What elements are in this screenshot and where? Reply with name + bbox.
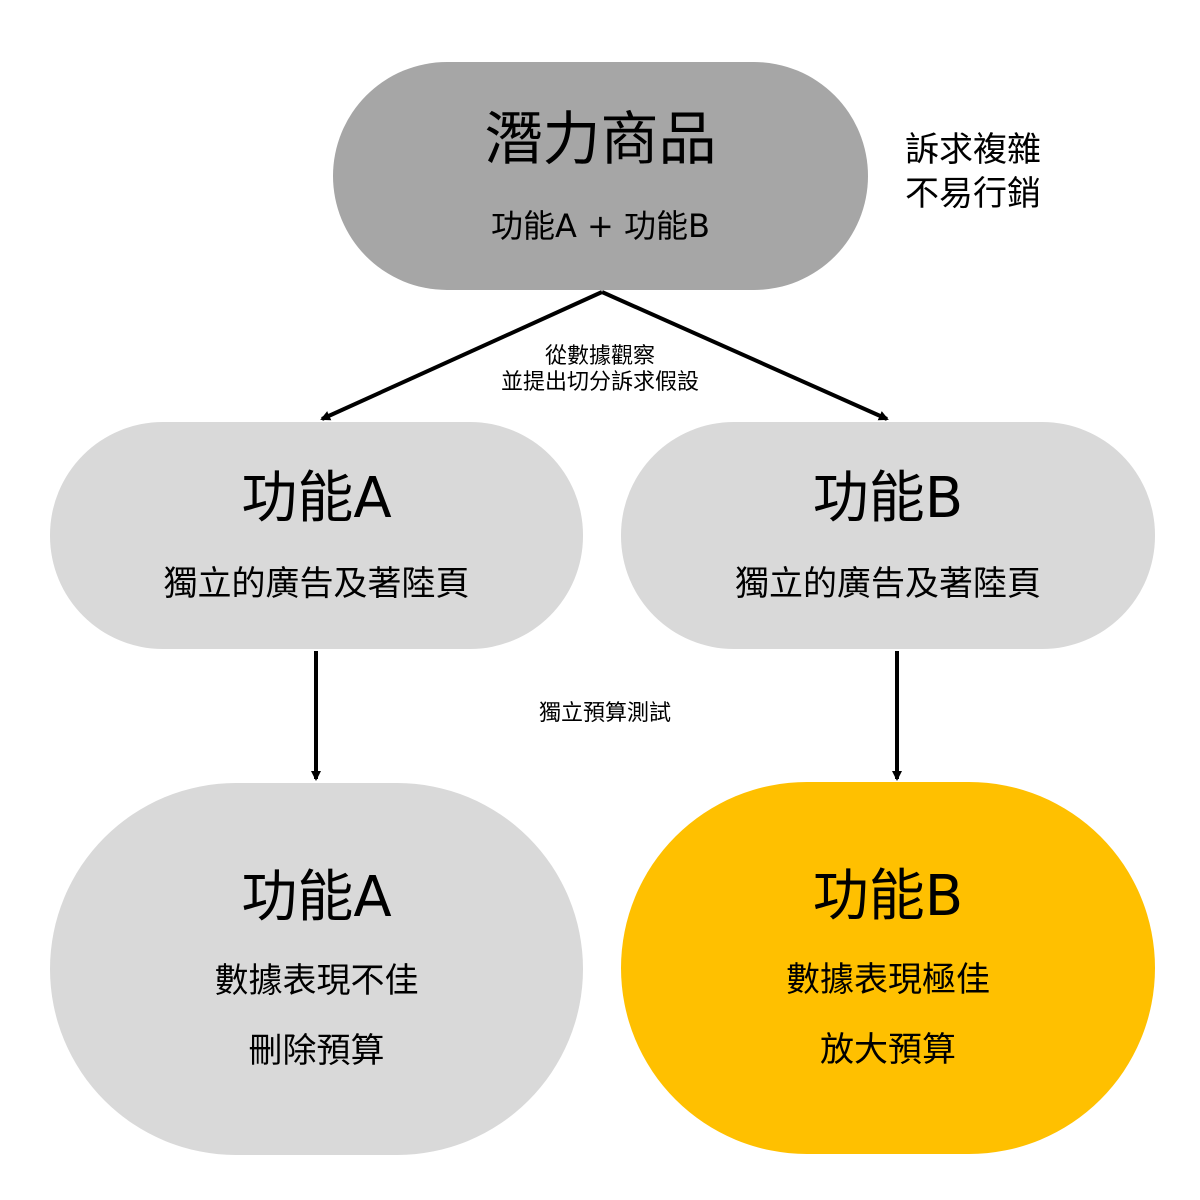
feature-b-node: 功能B 獨立的廣告及著陸頁 — [621, 422, 1155, 649]
node-title: 功能A — [241, 865, 392, 930]
result-performance: 數據表現不佳 — [214, 961, 419, 1001]
result-action: 放大預算 — [820, 1030, 956, 1070]
label-line: 從數據觀察 — [544, 344, 655, 369]
feature-a-node: 功能A 獨立的廣告及著陸頁 — [50, 422, 583, 649]
node-subtitle: 獨立的廣告及著陸頁 — [163, 563, 470, 604]
result-action: 刪除預算 — [248, 1031, 385, 1071]
feature-b-result-node: 功能B 數據表現極佳 放大預算 — [621, 782, 1155, 1154]
side-note-line: 不易行銷 — [905, 174, 1041, 214]
side-note: 訴求複雜 不易行銷 — [905, 128, 1041, 216]
result-performance: 數據表現極佳 — [786, 960, 990, 1000]
split-hypothesis-label: 從數據觀察 並提出切分訴求假設 — [470, 344, 730, 396]
arrow-top-to-feature-b — [601, 290, 889, 421]
feature-a-result-node: 功能A 數據表現不佳 刪除預算 — [50, 783, 583, 1155]
potential-product-node: 潛力商品 功能A + 功能B — [333, 62, 868, 290]
label-line: 並提出切分訴求假設 — [500, 370, 699, 395]
arrow-top-to-feature-a — [320, 290, 603, 421]
node-title: 功能B — [812, 864, 964, 929]
budget-test-label: 獨立預算測試 — [538, 701, 671, 726]
node-subtitle: 功能A + 功能B — [490, 207, 710, 245]
side-note-line: 訴求複雜 — [905, 130, 1041, 170]
node-title: 潛力商品 — [484, 105, 717, 173]
node-title: 功能A — [241, 465, 392, 531]
node-title: 功能B — [812, 465, 964, 531]
node-subtitle: 獨立的廣告及著陸頁 — [735, 563, 1041, 604]
